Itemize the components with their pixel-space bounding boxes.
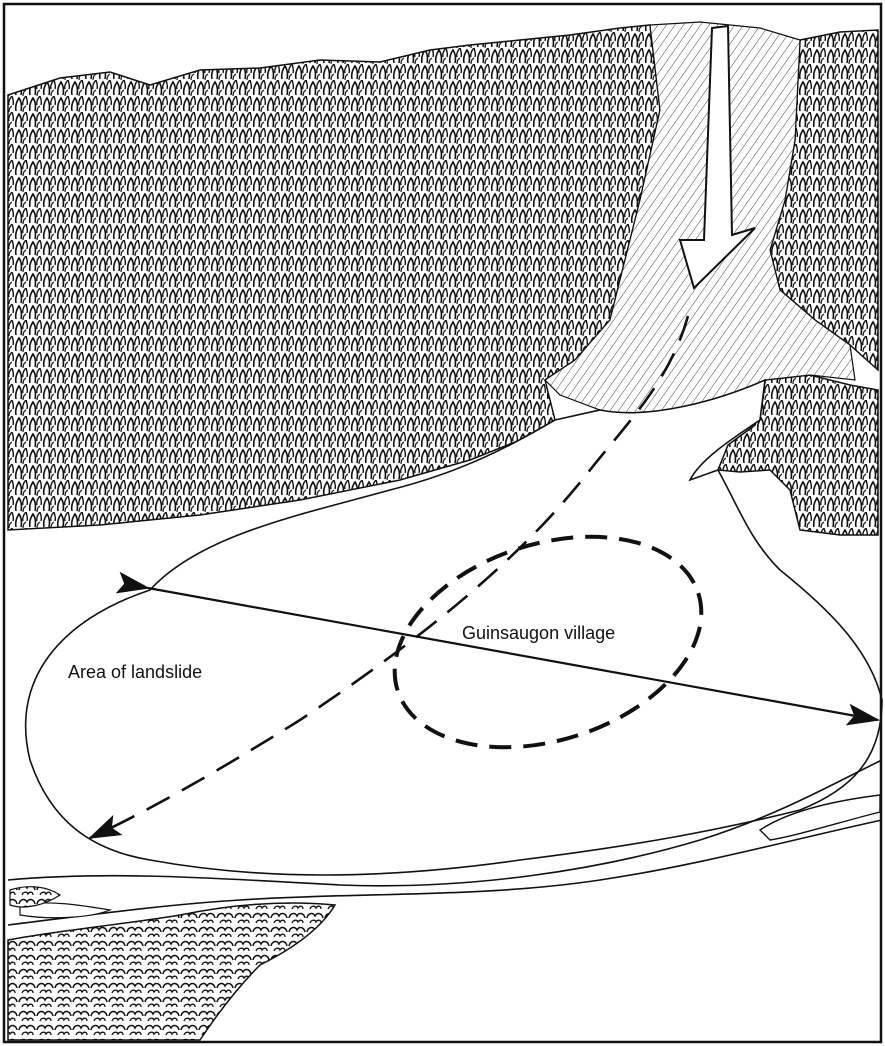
landslide-area-label: Area of landslide <box>68 662 202 682</box>
village-label: Guinsaugon village <box>462 623 615 643</box>
